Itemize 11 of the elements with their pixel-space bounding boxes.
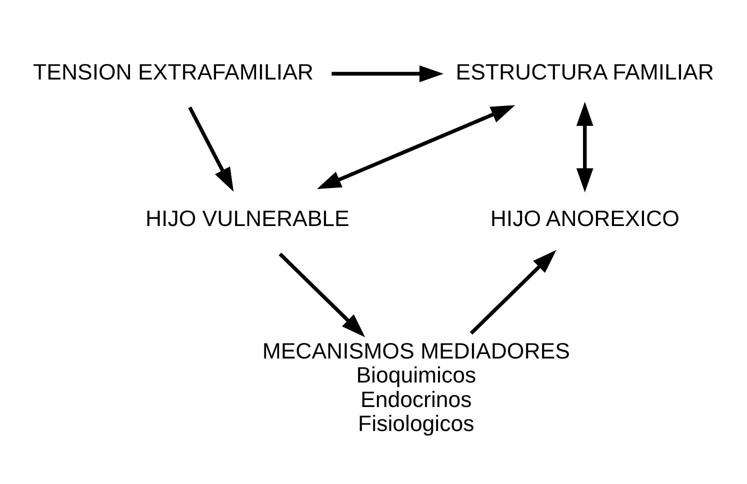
arrow — [576, 101, 594, 192]
node-text: TENSION EXTRAFAMILIAR — [33, 59, 314, 84]
node-text: HIJO ANOREXICO — [490, 206, 680, 230]
node-text: ESTRUCTURA FAMILIAR — [456, 59, 714, 84]
arrow — [470, 250, 556, 334]
arrow — [316, 104, 516, 188]
arrow — [188, 106, 234, 192]
node-text: HIJO VULNERABLE — [145, 206, 350, 230]
arrow — [332, 64, 444, 82]
node-text: MECANISMOS MEDIADORES Bioquimicos Endocrinos Fisiologicos — [262, 338, 570, 436]
arrow — [278, 252, 366, 337]
